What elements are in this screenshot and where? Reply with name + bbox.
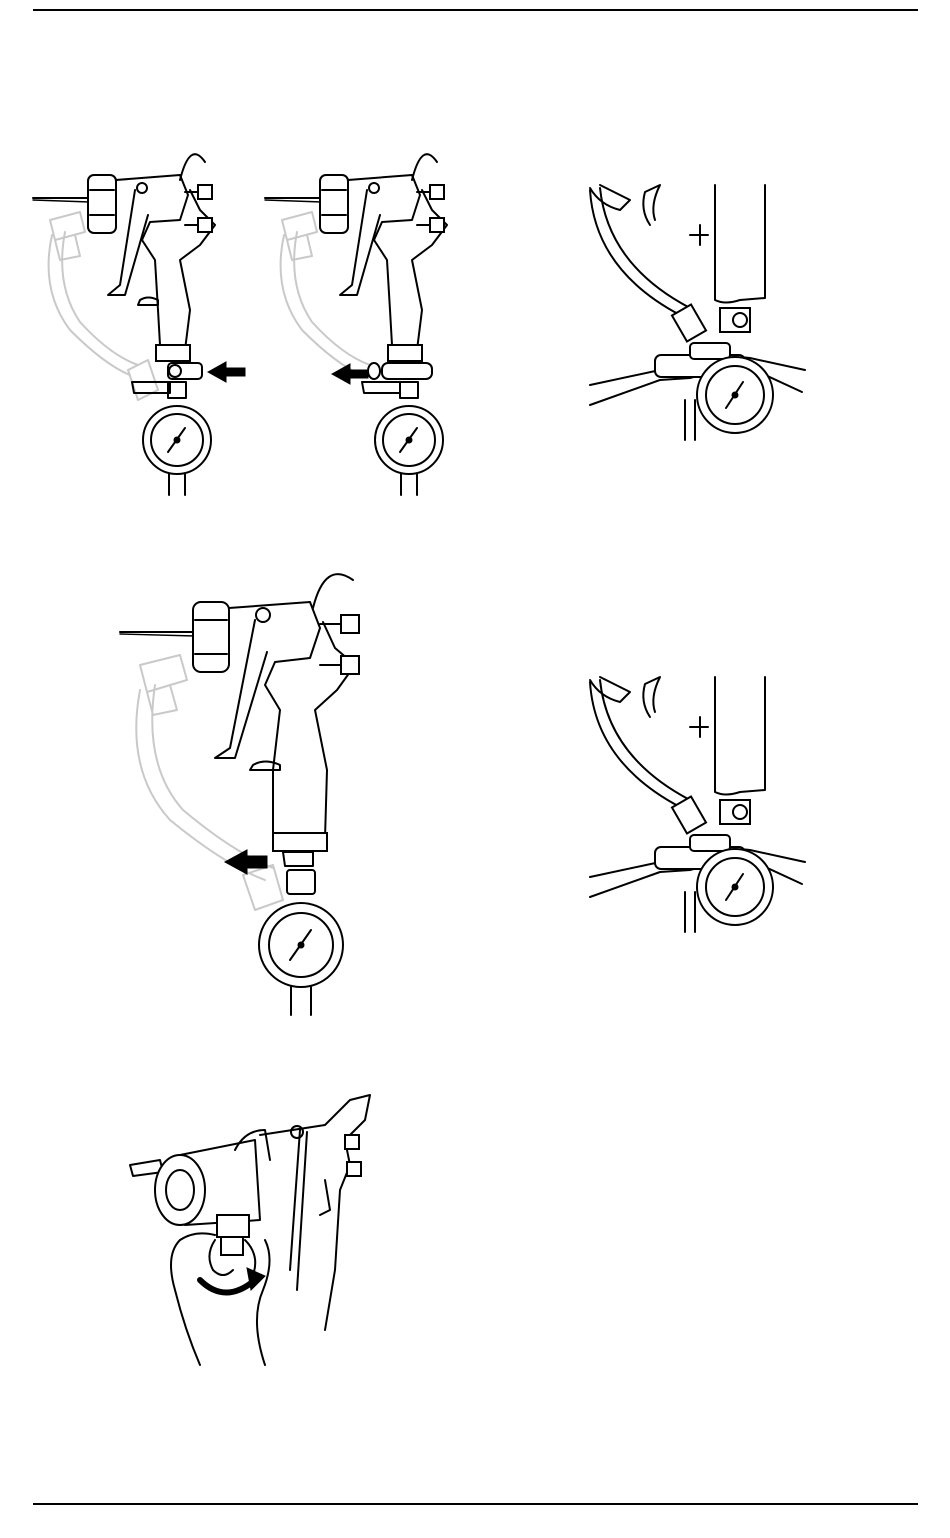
ghost-hose-icon: [136, 655, 283, 910]
hand-rotate-tip-guard-icon: [125, 1090, 375, 1370]
wrench-tighten-swivel-icon: [590, 672, 810, 932]
spray-gun-gauge-push-in-icon: [30, 150, 260, 495]
wrench-tighten-gauge-icon: [590, 180, 810, 440]
top-rule: [33, 9, 918, 11]
bottom-rule: [33, 1503, 918, 1505]
spray-gun-gauge-pull-out-icon: [262, 150, 492, 495]
spray-gun-remove-swivel-icon: [115, 570, 395, 1015]
